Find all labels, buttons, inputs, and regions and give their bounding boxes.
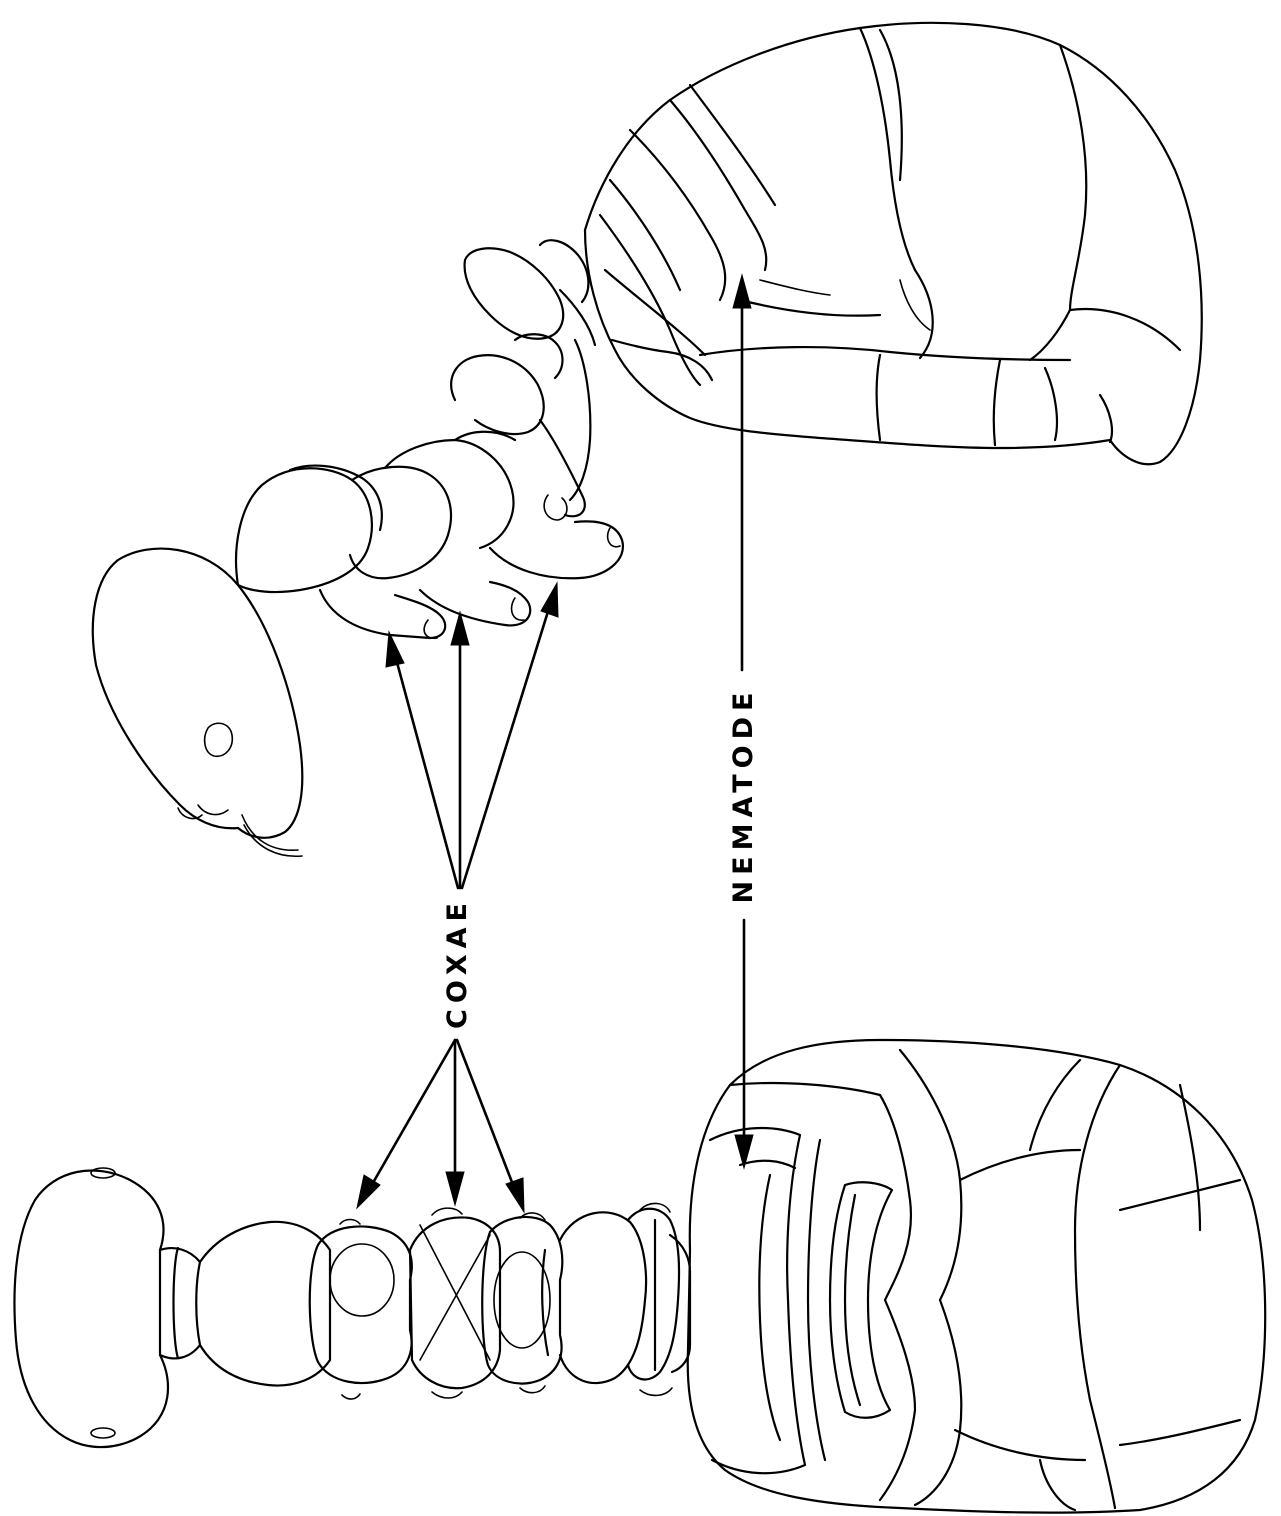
nematode-label: NEMATODE — [728, 687, 759, 904]
coxae-arrow-lateral-1 — [395, 655, 458, 888]
coxae-arrow-dorsal-1 — [370, 1040, 455, 1188]
dorsal-petiole — [560, 1212, 646, 1383]
lateral-mesosoma — [350, 467, 451, 578]
coxae-arrow-lateral-3 — [462, 605, 550, 888]
lateral-coxa-hind — [490, 521, 623, 578]
coxae-arrow-dorsal-3 — [457, 1040, 515, 1190]
dorsal-gaster — [688, 1040, 1265, 1513]
dorsal-head — [14, 1170, 168, 1447]
dorsal-coxa-1 — [310, 1226, 412, 1383]
ant-dorsal-view — [14, 1040, 1265, 1513]
dorsal-eye-bottom — [91, 1428, 115, 1438]
coxae-label: COXAE — [442, 897, 473, 1029]
dorsal-postpetiole — [628, 1209, 679, 1380]
ant-lateral-view — [93, 23, 1202, 856]
lateral-eye — [205, 723, 233, 756]
lateral-petiole — [451, 355, 544, 434]
lateral-pronotum — [236, 468, 372, 592]
lateral-gaster — [585, 23, 1202, 464]
lateral-coxa-front — [320, 590, 445, 638]
lateral-coxa-mid — [420, 582, 530, 625]
